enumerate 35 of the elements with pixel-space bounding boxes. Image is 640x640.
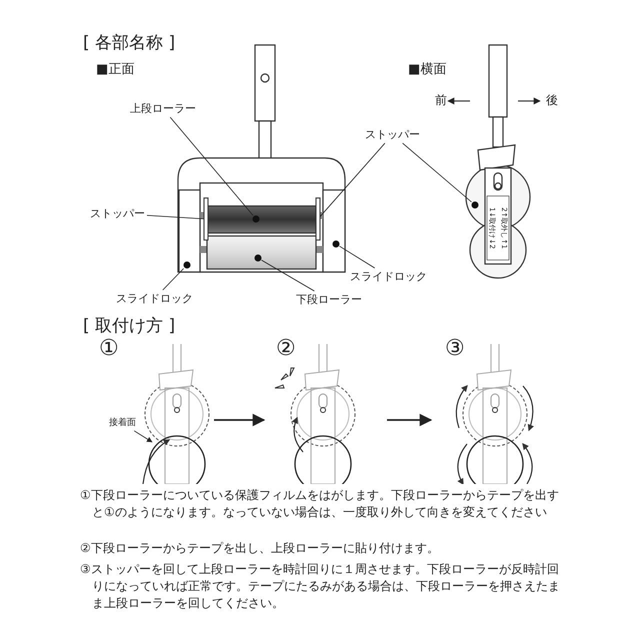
part-label: 下段ローラー xyxy=(296,293,362,306)
part-label: ストッパー xyxy=(90,207,145,220)
part-label: スライドロック xyxy=(116,292,193,306)
view-heading: ■正面 xyxy=(96,62,134,78)
instruction-text: ③ストッパーを回して上段ローラーを時計回りに１周させます。下段ローラーが反時計回りになっていれば正常です。テープにたるみがある場合は、下段ローラーを押さえたまま上段ローラーを回してください。 xyxy=(80,561,561,612)
part-label: 接着面 xyxy=(109,418,136,429)
arrow xyxy=(214,414,266,426)
instruction-text: ①下段ローラーについている保護フィルムをはがします。下段ローラーからテープを出すと①のようになります。なっていない場合は、一度取り外して向きを変えてください xyxy=(80,487,560,521)
part-label: 上段ローラー xyxy=(130,102,196,116)
marker-dot xyxy=(472,202,478,208)
section-heading: [ 各部名称 ] xyxy=(83,33,176,54)
marker-dot xyxy=(184,262,190,268)
leader-line xyxy=(170,116,254,216)
arrow xyxy=(134,430,152,442)
marker-dot xyxy=(252,216,260,222)
leader-line xyxy=(162,268,184,290)
marker-dot xyxy=(332,240,340,248)
step-number: ③ xyxy=(445,336,465,362)
part-label: スライドロック xyxy=(350,270,427,284)
instruction-text: ②下段ローラーからテープを出し、上段ローラーに貼り付けます。 xyxy=(80,540,440,557)
stopper-bar xyxy=(316,198,320,240)
direction-label: 前 xyxy=(435,93,447,108)
leader-line xyxy=(261,260,315,292)
view-heading: ■横面 xyxy=(408,62,446,78)
part-label: ストッパー xyxy=(365,128,420,142)
leader-line xyxy=(146,215,204,220)
direction-label: 後 xyxy=(546,93,558,108)
step-number: ① xyxy=(99,336,119,362)
step-number: ② xyxy=(276,336,296,362)
marker-dot xyxy=(254,254,262,262)
arrow xyxy=(387,414,432,426)
stopper-bar xyxy=(204,198,208,240)
section-heading: [ 取付け方 ] xyxy=(83,316,176,336)
leader-line xyxy=(339,246,376,268)
leader-line xyxy=(320,142,386,218)
